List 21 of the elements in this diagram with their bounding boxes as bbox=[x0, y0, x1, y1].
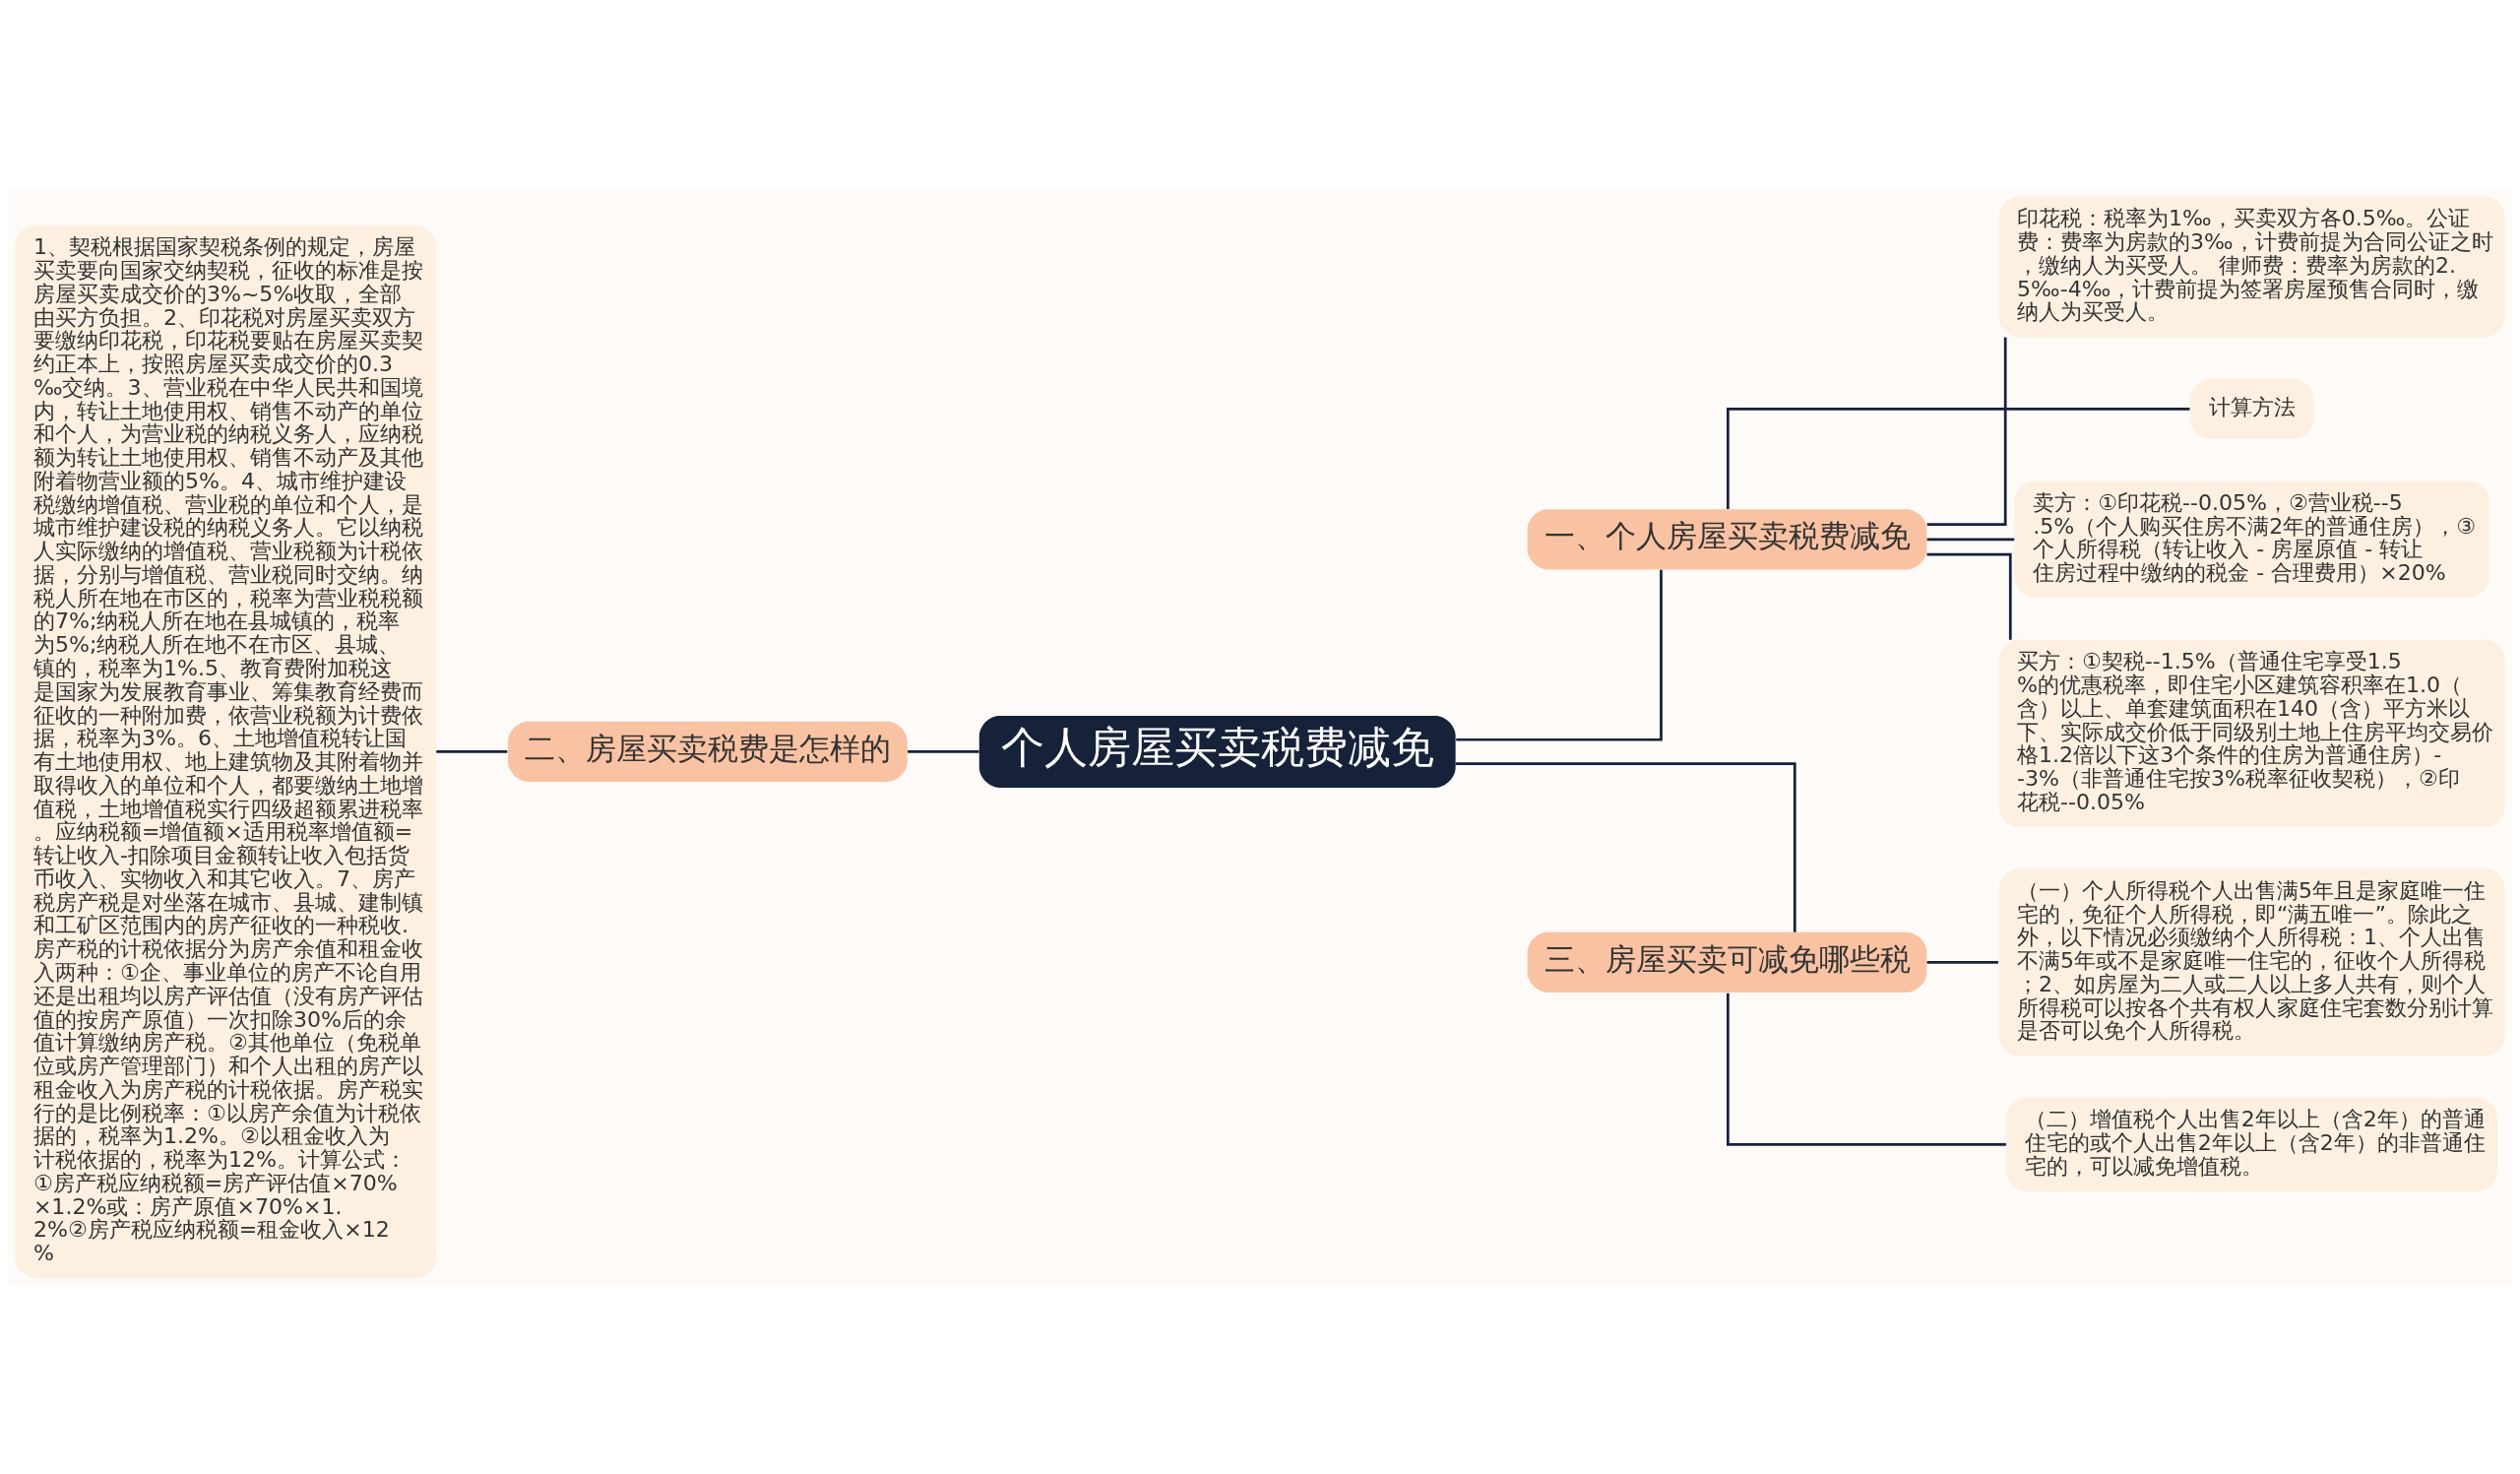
connector bbox=[1926, 337, 2007, 526]
node-box: 二、房屋买卖税费是怎样的 bbox=[508, 721, 908, 782]
node-box: 1、契税根据国家契税条例的规定，房屋买卖要向国家交纳契税，征收的标准是按房屋买卖成交价的3%~5%收取，全部由买方负担。2、印花税对房屋买卖双方要缴纳印花税，印花税要贴在房屋买卖契约正本上，按照房屋买卖成交价的0.3‰交纳。3、营业税在中华人民共和国境内，转让土地使用权、销售不动产的单位和个人，为营业税的纳税义务人，应纳税额为转让土地使用权、销售不动产及其他附着物营业额的5%。4、城市维护建设税缴纳增值税、营业税的单位和个人，是城市维护建设税的纳税义务人。它以纳税人实际缴纳的增值税、营业税额为计税依据，分别与增值税、营业税同时交纳。纳税人所在地在市区的，税率为营业税税额的7%;纳税人所在地在县城镇的，税率为5%;纳税人所在地不在市区、县城、镇的，税率为1%.5、教育费附加税这是国家为发展教育事业、筹集教育经费而征收的一种附加费，依营业税额为计费依据，税率为3%。6、土地增值税转让国有土地使用权、地上建筑物及其附着物并取得收入的单位和个人，都要缴纳土地增值税，土地增值税实行四级超额累进税率。应纳税额=增值额×适用税率增值额=转让收入-扣除项目金额转让收入包括货币收入、实物收入和其它收入。7、房产税房产税是对坐落在城市、县城、建制镇和工矿区范围内的房产征收的一种税收.房产税的计税依据分为房产余值和租金收入两种：①企、事业单位的房产不论自用还是出租均以房产评估值（没有房产评估值的按房产原值）一次扣除30%后的余值计算缴纳房产税。②其他单位（免税单位或房产管理部门）和个人出租的房产以租金收入为房产税的计税依据。房产税实行的是比例税率：①以房产余值为计税依据的，税率为1.2%。②以租金收入为计税依据的，税率为12%。计算公式：①房产税应纳税额=房产评估值×70%×1.2%或：房产原值×70%×1.2%②房产税应纳税额=租金收入×12% bbox=[15, 224, 437, 1278]
connector bbox=[436, 749, 508, 753]
connector bbox=[1926, 552, 2012, 640]
connector bbox=[1926, 960, 1998, 964]
connector bbox=[1926, 537, 2015, 541]
connector bbox=[1455, 761, 1796, 932]
node-box: 买方：①契税--1.5%（普通住宅享受1.5%的优惠税率，即住宅小区建筑容积率在1.0（含）以上、单套建筑面积在140（含）平方米以下、实际成交价低于同级别土地上住房平均交易价格1.2倍以下这3个条件的住房为普通住房）--3%（非普通住宅按3%税率征收契税），②印花税--0.05% bbox=[1998, 639, 2505, 827]
connector bbox=[1456, 569, 1663, 741]
node-box: 计算方法 bbox=[2189, 378, 2314, 439]
node-box: 卖方：①印花税--0.05%，②营业税--5.5%（个人购买住房不满2年的普通住房），③个人所得税（转让收入 - 房屋原值 - 转让住房过程中缴纳的税金 - 合理费用）×20% bbox=[2014, 480, 2489, 598]
connector bbox=[1727, 407, 2190, 509]
node-box: （一）个人所得税个人出售满5年且是家庭唯一住宅的，免征个人所得税，即“满五唯一”。除此之外，以下情况必须缴纳个人所得税：1、个人出售不满5年或不是家庭唯一住宅的，征收个人所得税；2、如房屋为二人或二人以上多人共有，则个人所得税可以按各个共有权人家庭住宅套数分别计算是否可以免个人所得税。 bbox=[1998, 867, 2505, 1056]
connector bbox=[1727, 993, 2006, 1146]
node-box: 个人房屋买卖税费减免 bbox=[978, 715, 1456, 788]
connector bbox=[908, 749, 979, 753]
node-box: （二）增值税个人出售2年以上（含2年）的普通住宅的或个人出售2年以上（含2年）的非普通住宅的，可以减免增值税。 bbox=[2006, 1097, 2498, 1191]
node-box: 印花税：税率为1‰，买卖双方各0.5‰。公证费：费率为房款的3‰，计费前提为合同公证之时，缴纳人为买受人。 律师费：费率为房款的2.5‰-4‰，计费前提为签署房屋预售合同时，缴纳人为买受人。 bbox=[1998, 196, 2505, 337]
node-box: 三、房屋买卖可减免哪些税 bbox=[1527, 931, 1927, 993]
node-box: 一、个人房屋买卖税费减免 bbox=[1527, 508, 1927, 569]
